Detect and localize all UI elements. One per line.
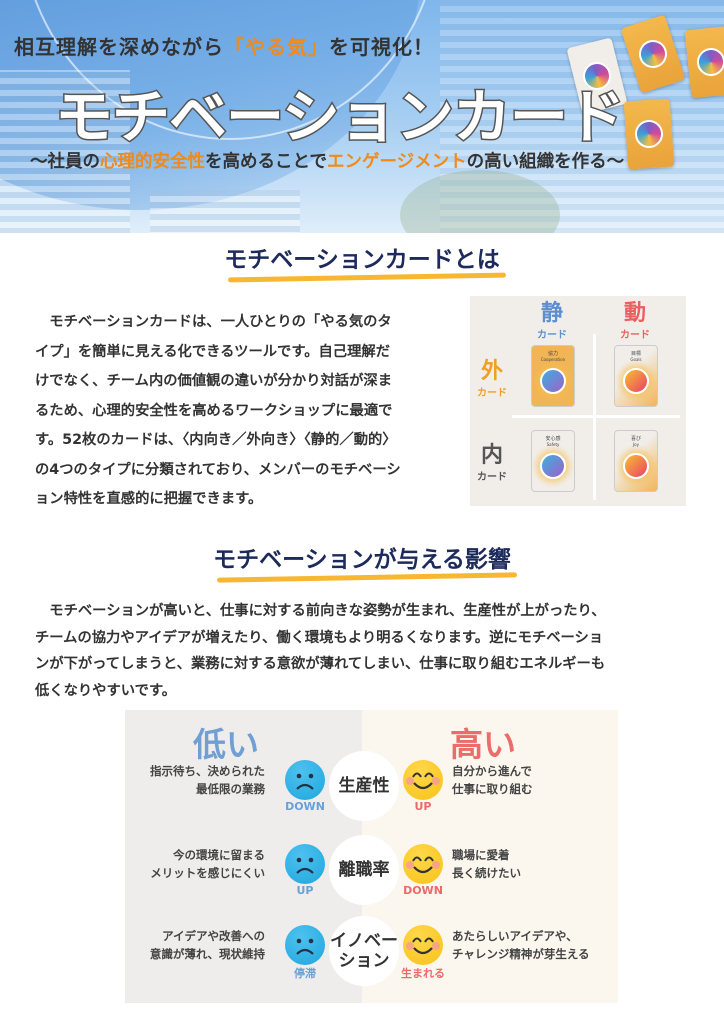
low-description: アイデアや改善への意識が薄れ、現状維持	[149, 929, 265, 961]
low-heading: 低い	[193, 725, 259, 764]
sad-face-icon	[285, 925, 325, 965]
building-image	[150, 190, 300, 233]
hero-banner: 相互理解を深めながら「やる気」を可視化！ モチベーションカード 〜社員の心理的安…	[0, 0, 724, 233]
happy-face-icon	[403, 760, 443, 800]
high-trend-label: 生まれる	[401, 967, 445, 980]
low-trend-label: 停滞	[294, 967, 316, 980]
high-description: 職場に愛着長く続けたい	[452, 848, 521, 880]
hero-subtitle: 〜社員の心理的安全性を高めることでエンゲージメントの高い組織を作る〜	[30, 152, 625, 172]
sad-face-icon	[285, 760, 325, 800]
motivation-card-image	[623, 98, 675, 170]
tree-image	[400, 170, 560, 233]
building-image	[0, 70, 130, 233]
section-heading: モチベーションカードとは	[0, 240, 724, 274]
intro-paragraph: モチベーションカードは、一人ひとりの「やる気のタイプ」を簡単に見える化できるツー…	[35, 314, 401, 507]
high-description: あたらしいアイデアや、チャレンジ精神が芽生える	[452, 929, 590, 961]
sad-face-icon	[285, 844, 325, 884]
comparison-row: 今の環境に留まるメリットを感じにくい UP 離職率 DOWN 職場に愛着長く続け…	[125, 832, 618, 912]
comparison-row: アイデアや改善への意識が薄れ、現状維持 停滞 イノベーション 生まれる あたらし…	[125, 913, 618, 993]
hero-kicker: 相互理解を深めながら「やる気」を可視化！	[14, 35, 434, 59]
high-trend-label: UP	[414, 800, 432, 813]
metric-label: 生産性	[329, 751, 399, 821]
motivation-card-image	[684, 25, 724, 99]
high-description: 自分から進んで仕事に取り組む	[452, 764, 533, 796]
section-heading: モチベーションが与える影響	[0, 540, 724, 574]
low-description: 指示待ち、決められた最低限の業務	[150, 764, 265, 796]
comparison-row: 指示待ち、決められた最低限の業務 DOWN 生産性 UP 自分から進んで仕事に取…	[125, 748, 618, 828]
metric-label: イノベーション	[329, 916, 399, 986]
metric-label: 離職率	[329, 835, 399, 905]
happy-face-icon	[403, 844, 443, 884]
happy-face-icon	[403, 925, 443, 965]
impact-paragraph: モチベーションが高いと、仕事に対する前向きな姿勢が生まれ、生産性が上がったり、チ…	[35, 603, 606, 699]
building-image	[440, 0, 724, 233]
low-trend-label: DOWN	[285, 800, 325, 813]
low-description: 今の環境に留まるメリットを感じにくい	[150, 848, 265, 880]
hero-title: モチベーションカード	[54, 82, 627, 153]
high-heading: 高い	[450, 725, 516, 764]
high-trend-label: DOWN	[403, 884, 443, 897]
low-trend-label: UP	[296, 884, 314, 897]
